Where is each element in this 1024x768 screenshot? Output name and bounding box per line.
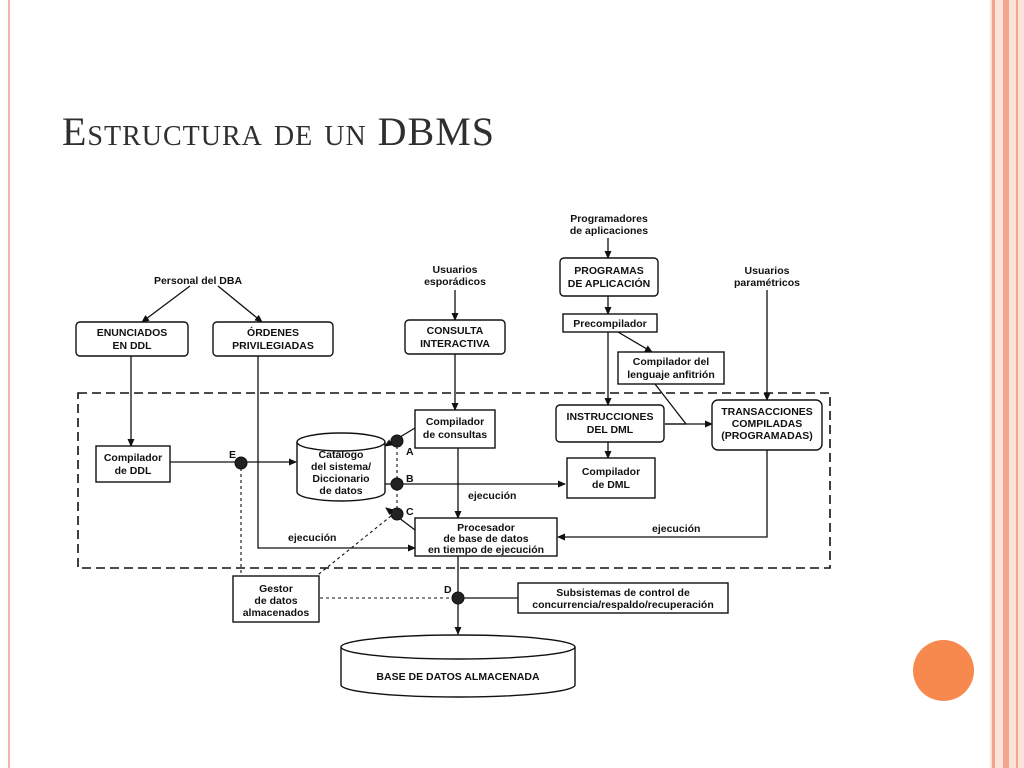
personal-dba-label: Personal del DBA [154, 275, 243, 287]
base-datos-label: BASE DE DATOS ALMACENADA [376, 671, 540, 683]
precompilador-label: Precompilador [573, 318, 647, 330]
dashed-connectors [240, 440, 452, 599]
box-precompilador [562, 313, 658, 333]
connector-label-d: D [444, 584, 452, 596]
connector-label-a: A [406, 446, 414, 458]
ejecucion-label: ejecución [652, 523, 700, 535]
box-compilador-consultas [414, 409, 496, 449]
ejecucion-label: ejecución [468, 490, 516, 502]
box-procesador [414, 517, 558, 557]
connector-dot-a [390, 434, 404, 448]
slide-frame-right-line [992, 0, 995, 768]
slide-frame-left-line [8, 0, 10, 768]
connectors [127, 238, 771, 635]
slide-frame-right-line [1003, 0, 1009, 768]
box-transacciones [711, 399, 823, 451]
box-ordenes-privilegiadas [212, 321, 334, 357]
box-compilador-ddl [95, 445, 171, 483]
box-instrucciones-dml [555, 404, 665, 443]
box-programas-aplicacion [559, 257, 659, 297]
connector-label-e: E [229, 449, 236, 461]
catalog-cylinder-body [296, 442, 386, 502]
box-compilador-dml [566, 457, 656, 499]
decorative-orange-circle [913, 640, 974, 701]
box-consulta-interactiva [404, 319, 506, 355]
connector-dot-b [390, 477, 404, 491]
catalog-cylinder-top [296, 432, 386, 452]
dbms-boundary [77, 392, 831, 569]
connector-dots [234, 434, 465, 605]
box-enunciados-ddl [75, 321, 189, 357]
connector-dot-d [451, 591, 465, 605]
database-cylinder-top [340, 634, 576, 660]
ejecucion-label: ejecución [288, 532, 336, 544]
connector-label-b: B [406, 473, 414, 485]
connector-dot-e [234, 456, 248, 470]
slide-frame-right-line [1016, 0, 1018, 768]
box-compilador-lenguaje [617, 351, 725, 385]
slide-title: Estructura de un DBMS [62, 109, 496, 154]
connector-dot-c [390, 507, 404, 521]
box-gestor [232, 575, 320, 623]
box-subsistemas [517, 582, 729, 614]
diagram-boxes [75, 257, 823, 623]
connector-label-c: C [406, 506, 414, 518]
database-cylinder-body [340, 647, 576, 698]
